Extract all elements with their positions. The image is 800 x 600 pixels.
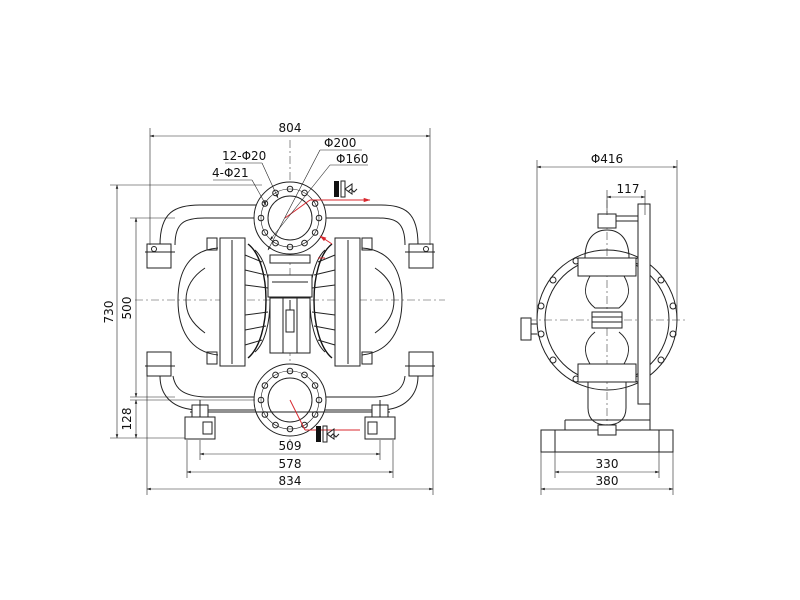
side-bottom-manifold <box>577 363 637 383</box>
top-manifold <box>145 204 435 269</box>
top-flange <box>253 181 327 264</box>
side-air-inlet <box>520 317 532 341</box>
front-view: 804 12-Φ20 4-Φ21 Φ200 Φ160 730 <box>102 121 445 495</box>
dim-117: 117 <box>606 182 646 215</box>
side-view: Φ416 117 330 380 <box>520 152 688 495</box>
dim-label-4-holes: 4-Φ21 <box>212 166 249 180</box>
dim-label-flange-outer: Φ200 <box>324 136 356 150</box>
dim-label-509: 509 <box>279 439 302 453</box>
dim-label-380: 380 <box>596 474 619 488</box>
flow-out-icon <box>334 180 358 198</box>
dim-label-bolt-circle: Φ160 <box>336 152 368 166</box>
dim-834: 834 <box>146 376 434 495</box>
right-chamber <box>334 237 403 367</box>
feet <box>184 400 396 440</box>
dim-label-730: 730 <box>102 301 116 324</box>
flow-in-icon <box>316 425 340 443</box>
dim-380: 380 <box>540 452 674 495</box>
dim-500: 500 <box>120 217 175 398</box>
dim-label-128: 128 <box>120 408 134 431</box>
side-internals <box>584 229 630 426</box>
top-flange-bolts <box>257 185 323 251</box>
dim-330: 330 <box>554 452 660 478</box>
side-base <box>540 404 674 453</box>
dim-509: 509 <box>199 439 381 460</box>
dim-label-578: 578 <box>279 457 302 471</box>
dim-label-804: 804 <box>279 121 302 135</box>
dim-label-117: 117 <box>617 182 640 196</box>
dim-label-834: 834 <box>279 474 302 488</box>
right-diaphragm <box>309 243 336 359</box>
side-top-manifold <box>577 257 637 277</box>
side-top-outlet <box>597 203 651 405</box>
center-air-valve <box>267 274 313 354</box>
dim-578: 578 <box>186 440 394 478</box>
dim-128: 128 <box>120 399 255 439</box>
dim-804: 804 <box>149 121 431 245</box>
dim-label-416: Φ416 <box>591 152 623 166</box>
dim-730: 730 <box>102 184 262 439</box>
dim-416: Φ416 <box>536 152 678 320</box>
left-chamber <box>177 237 246 367</box>
left-diaphragm <box>244 243 271 359</box>
dim-label-330: 330 <box>596 457 619 471</box>
dim-label-500: 500 <box>120 297 134 320</box>
leaders: 12-Φ20 4-Φ21 Φ200 Φ160 <box>212 136 368 251</box>
dim-label-12-holes: 12-Φ20 <box>222 149 266 163</box>
